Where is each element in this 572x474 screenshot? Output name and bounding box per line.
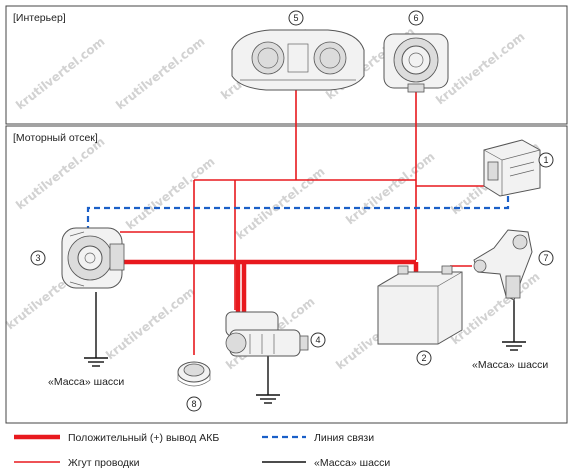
ground-label-left: «Масса» шасси	[48, 376, 124, 388]
callout-2: 2	[416, 350, 432, 366]
alternator-icon	[61, 227, 125, 289]
grommet-icon	[177, 361, 211, 387]
svg-text:5: 5	[293, 13, 298, 23]
watermark-8: krutilvertel.com	[233, 164, 327, 242]
legend: Положительный (+) вывод АКБ Жгут проводк…	[14, 432, 390, 469]
ground-label-right: «Масса» шасси	[472, 359, 548, 371]
legend-harness-label: Жгут проводки	[68, 457, 140, 469]
harness-wires	[120, 78, 500, 355]
battery-icon	[377, 265, 463, 345]
ecu-icon	[483, 139, 541, 197]
legend-ground: «Масса» шасси	[262, 457, 390, 469]
svg-text:7: 7	[543, 253, 548, 263]
watermark-9: krutilvertel.com	[343, 149, 437, 227]
svg-text:2: 2	[421, 353, 426, 363]
legend-ground-label: «Масса» шасси	[314, 457, 390, 469]
callout-4: 4	[310, 332, 326, 348]
svg-text:3: 3	[35, 253, 40, 263]
ground-symbol-right	[502, 341, 526, 351]
svg-text:6: 6	[413, 13, 418, 23]
legend-battery-positive: Положительный (+) вывод АКБ	[14, 432, 219, 444]
ground-symbol-starter	[256, 394, 280, 404]
battery-sensor-icon	[473, 229, 533, 301]
svg-text:4: 4	[315, 335, 320, 345]
starter-icon	[225, 311, 309, 357]
legend-comm-line: Линия связи	[262, 432, 374, 444]
smart-key-module-icon	[383, 33, 449, 93]
interior-section-frame	[5, 5, 568, 125]
watermark-2: krutilvertel.com	[113, 34, 207, 112]
callout-3: 3	[30, 250, 46, 266]
watermark-7: krutilvertel.com	[123, 154, 217, 232]
legend-comm-line-label: Линия связи	[314, 432, 374, 444]
ground-symbol-left	[84, 357, 108, 367]
engine-section-frame	[5, 125, 568, 424]
comm-line-path	[86, 192, 510, 232]
instrument-cluster-icon	[231, 29, 365, 91]
ground-wires	[95, 292, 515, 395]
interior-section-label: [Интерьер]	[13, 12, 66, 24]
engine-section-label: [Моторный отсек]	[13, 132, 98, 144]
callout-1: 1	[538, 152, 554, 168]
watermark-6: krutilvertel.com	[13, 134, 107, 212]
callout-5: 5	[288, 10, 304, 26]
svg-text:1: 1	[543, 155, 548, 165]
legend-harness: Жгут проводки	[14, 457, 140, 469]
battery-positive-wires	[120, 259, 419, 312]
watermark-1: krutilvertel.com	[13, 34, 107, 112]
callout-6: 6	[408, 10, 424, 26]
legend-battery-positive-label: Положительный (+) вывод АКБ	[68, 432, 219, 444]
watermark-12: krutilvertel.com	[103, 284, 197, 362]
callout-7: 7	[538, 250, 554, 266]
svg-text:8: 8	[191, 399, 196, 409]
comm-line	[86, 192, 510, 232]
callout-8: 8	[186, 396, 202, 412]
